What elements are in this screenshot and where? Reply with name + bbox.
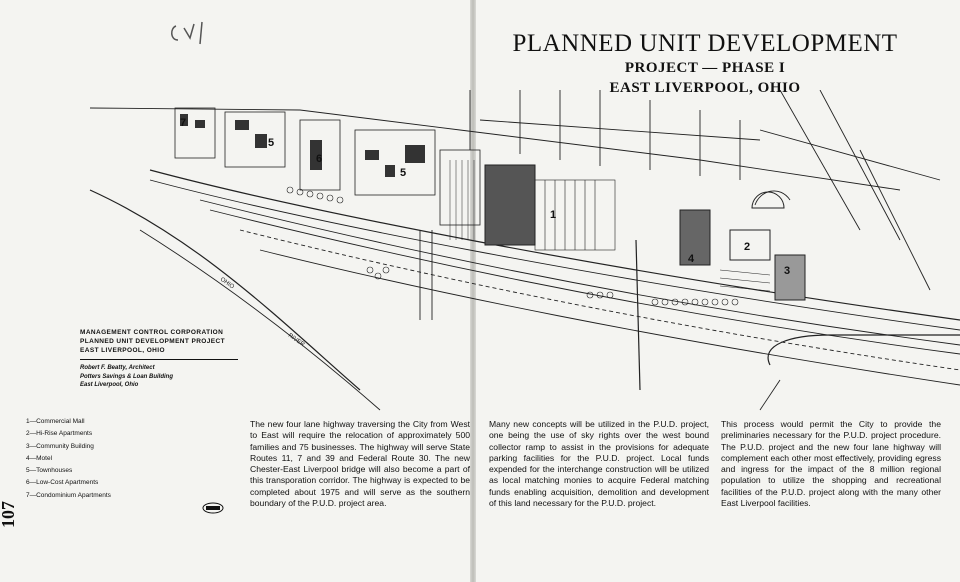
legend-item: 2—Hi-Rise Apartments [26,430,93,438]
page-number: 107 [0,501,18,528]
site-plan-map: 7 5 6 5 1 4 2 3 RIVER OHIO [89,90,960,411]
document-subtitle: PROJECT — PHASE I [624,60,786,76]
parcel-label-5a: 5 [268,137,274,149]
document-location: EAST LIVERPOOL, OHIO [609,80,801,96]
north-arrow-icon [202,502,224,514]
page-fold [470,0,476,582]
document-title: PLANNED UNIT DEVELOPMENT [512,30,898,57]
parcel-label-3: 3 [784,265,790,277]
architect-line: Robert F. Beatty, Architect [80,365,155,371]
text-column-3: This process would permit the City to pr… [721,419,941,509]
parcel-label-2: 2 [744,241,750,253]
organization-block: MANAGEMENT CONTROL CORPORATION PLANNED U… [80,328,250,390]
divider [80,359,238,360]
text-column-1: The new four lane highway traversing the… [250,419,470,509]
legend-item: 6—Low-Cost Apartments [26,479,99,487]
legend-item: 4—Motel [26,454,53,462]
parcel-label-6: 6 [316,153,322,165]
architect-line: Potters Savings & Loan Building [80,373,174,380]
legend-item: 3—Community Building [26,442,94,450]
organization-line: EAST LIVERPOOL, OHIO [80,347,165,354]
architect-line: East Liverpool, Ohio [80,382,139,388]
legend-item: 5—Townhouses [26,467,73,475]
legend-item: 1—Commercial Mall [26,418,85,425]
handwritten-mark [171,21,203,45]
parcel-label-4: 4 [688,253,695,265]
title-block: PLANNED UNIT DEVELOPMENT PROJECT — PHASE… [490,30,920,98]
map-legend: 1—Commercial Mall 2—Hi-Rise Apartments 3… [26,416,206,502]
parcel-label-7: 7 [180,117,186,129]
legend-item: 7—Condominium Apartments [26,491,111,499]
river-label: RIVER [287,333,306,349]
text-column-2: Many new concepts will be utilized in th… [489,419,709,509]
organization-line: MANAGEMENT CONTROL CORPORATION [80,329,224,336]
parcel-label-5b: 5 [400,167,406,179]
parcel-label-1: 1 [550,209,556,221]
organization-line: PLANNED UNIT DEVELOPMENT PROJECT [80,338,225,345]
